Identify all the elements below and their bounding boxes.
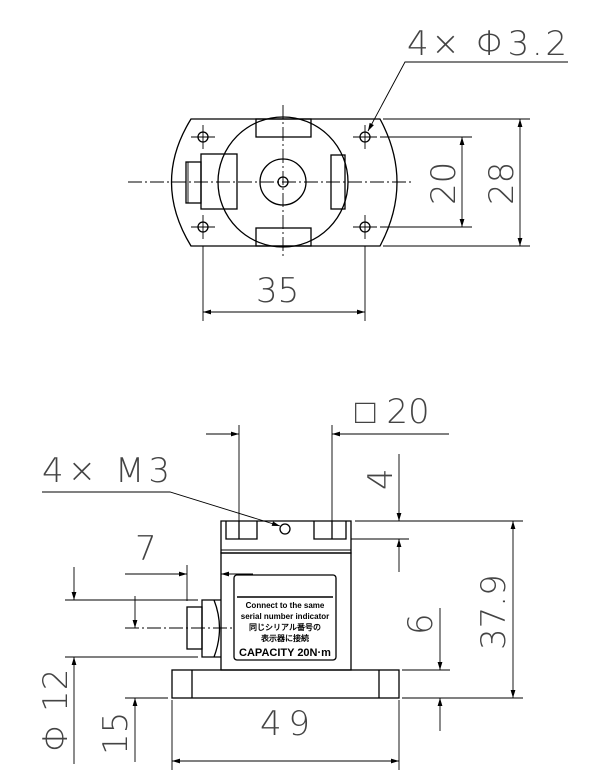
dim-49: 49 xyxy=(260,704,310,744)
holes-leader xyxy=(367,61,568,132)
dim-4: 4 xyxy=(361,468,401,490)
dim-20: 20 xyxy=(424,162,464,205)
label-text: Connect to the same serial number indica… xyxy=(239,601,331,659)
svg-text:同じシリアル番号の: 同じシリアル番号の xyxy=(249,622,321,632)
dim-phi-12: Φ 12 xyxy=(36,669,76,752)
dim-37-9: 37.9 xyxy=(474,574,514,650)
side-view: Connect to the same serial number indica… xyxy=(36,392,523,770)
label-plate xyxy=(233,574,337,661)
connector-knob-top xyxy=(185,161,202,204)
svg-text:Connect to the same: Connect to the same xyxy=(246,601,325,610)
capacity-text: CAPACITY 20N·m xyxy=(239,647,331,659)
thread-callout: 4× M3 xyxy=(42,451,170,491)
top-slots xyxy=(225,521,347,540)
holes-callout: 4× Φ3.2 xyxy=(407,24,567,64)
dim-6: 6 xyxy=(401,613,441,635)
tab-top xyxy=(255,118,312,138)
m3-leader xyxy=(42,491,281,527)
square-callout: □ 20 xyxy=(355,392,430,432)
dim-15: 15 xyxy=(96,712,136,755)
dim-28: 28 xyxy=(482,162,522,205)
connector-top xyxy=(200,153,238,210)
svg-text:表示器に接続: 表示器に接続 xyxy=(260,633,309,643)
top-view-outline xyxy=(170,118,398,247)
top-view: 4× Φ3.2 20 28 35 xyxy=(128,24,568,321)
dim-35: 35 xyxy=(256,271,299,311)
connector-side xyxy=(201,599,221,658)
tab-bottom xyxy=(255,227,312,247)
mounting-holes xyxy=(191,125,377,239)
base xyxy=(171,669,400,699)
dim-7: 7 xyxy=(135,529,157,569)
svg-text:serial number indicator: serial number indicator xyxy=(241,612,329,621)
m3-hole xyxy=(279,523,291,535)
